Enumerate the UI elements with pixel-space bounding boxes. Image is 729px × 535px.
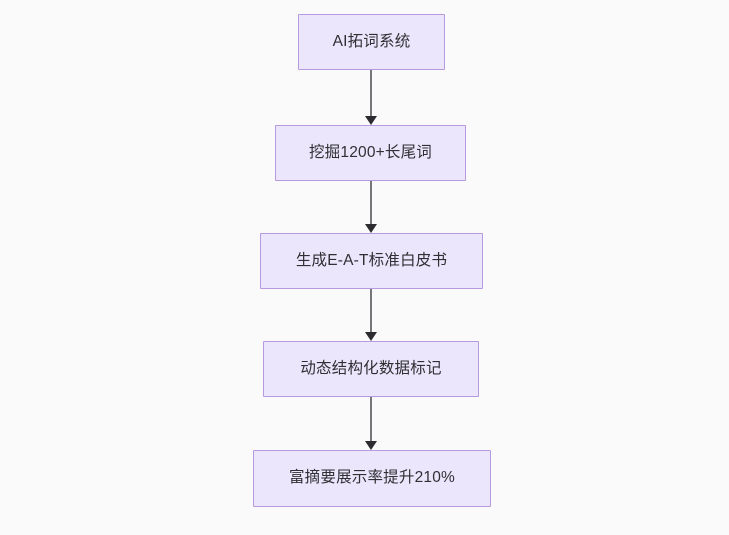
edge-4-arrowhead <box>365 441 377 450</box>
flowchart-node-1[interactable]: AI拓词系统 <box>298 14 445 70</box>
flowchart-node-5[interactable]: 富摘要展示率提升210% <box>253 450 491 507</box>
edge-3-line <box>370 289 372 333</box>
edge-1-line <box>370 70 372 117</box>
flowchart-edge-2 <box>364 181 378 233</box>
flowchart-edge-1 <box>364 70 378 125</box>
flowchart-node-3-label: 生成E-A-T标准白皮书 <box>295 251 448 269</box>
edge-2-line <box>370 181 372 225</box>
edge-1-arrowhead <box>365 116 377 125</box>
flowchart-node-1-label: AI拓词系统 <box>332 32 411 50</box>
edge-4-line <box>370 397 372 442</box>
flowchart-node-4[interactable]: 动态结构化数据标记 <box>263 341 479 397</box>
flowchart-node-3[interactable]: 生成E-A-T标准白皮书 <box>260 233 483 289</box>
flowchart-node-2-label: 挖掘1200+长尾词 <box>308 143 433 161</box>
flowchart-node-5-label: 富摘要展示率提升210% <box>288 469 456 487</box>
flowchart-node-4-label: 动态结构化数据标记 <box>300 359 442 377</box>
flowchart-edge-3 <box>364 289 378 341</box>
flowchart-edge-4 <box>364 397 378 450</box>
flowchart-node-2[interactable]: 挖掘1200+长尾词 <box>275 125 466 181</box>
edge-2-arrowhead <box>365 224 377 233</box>
edge-3-arrowhead <box>365 332 377 341</box>
